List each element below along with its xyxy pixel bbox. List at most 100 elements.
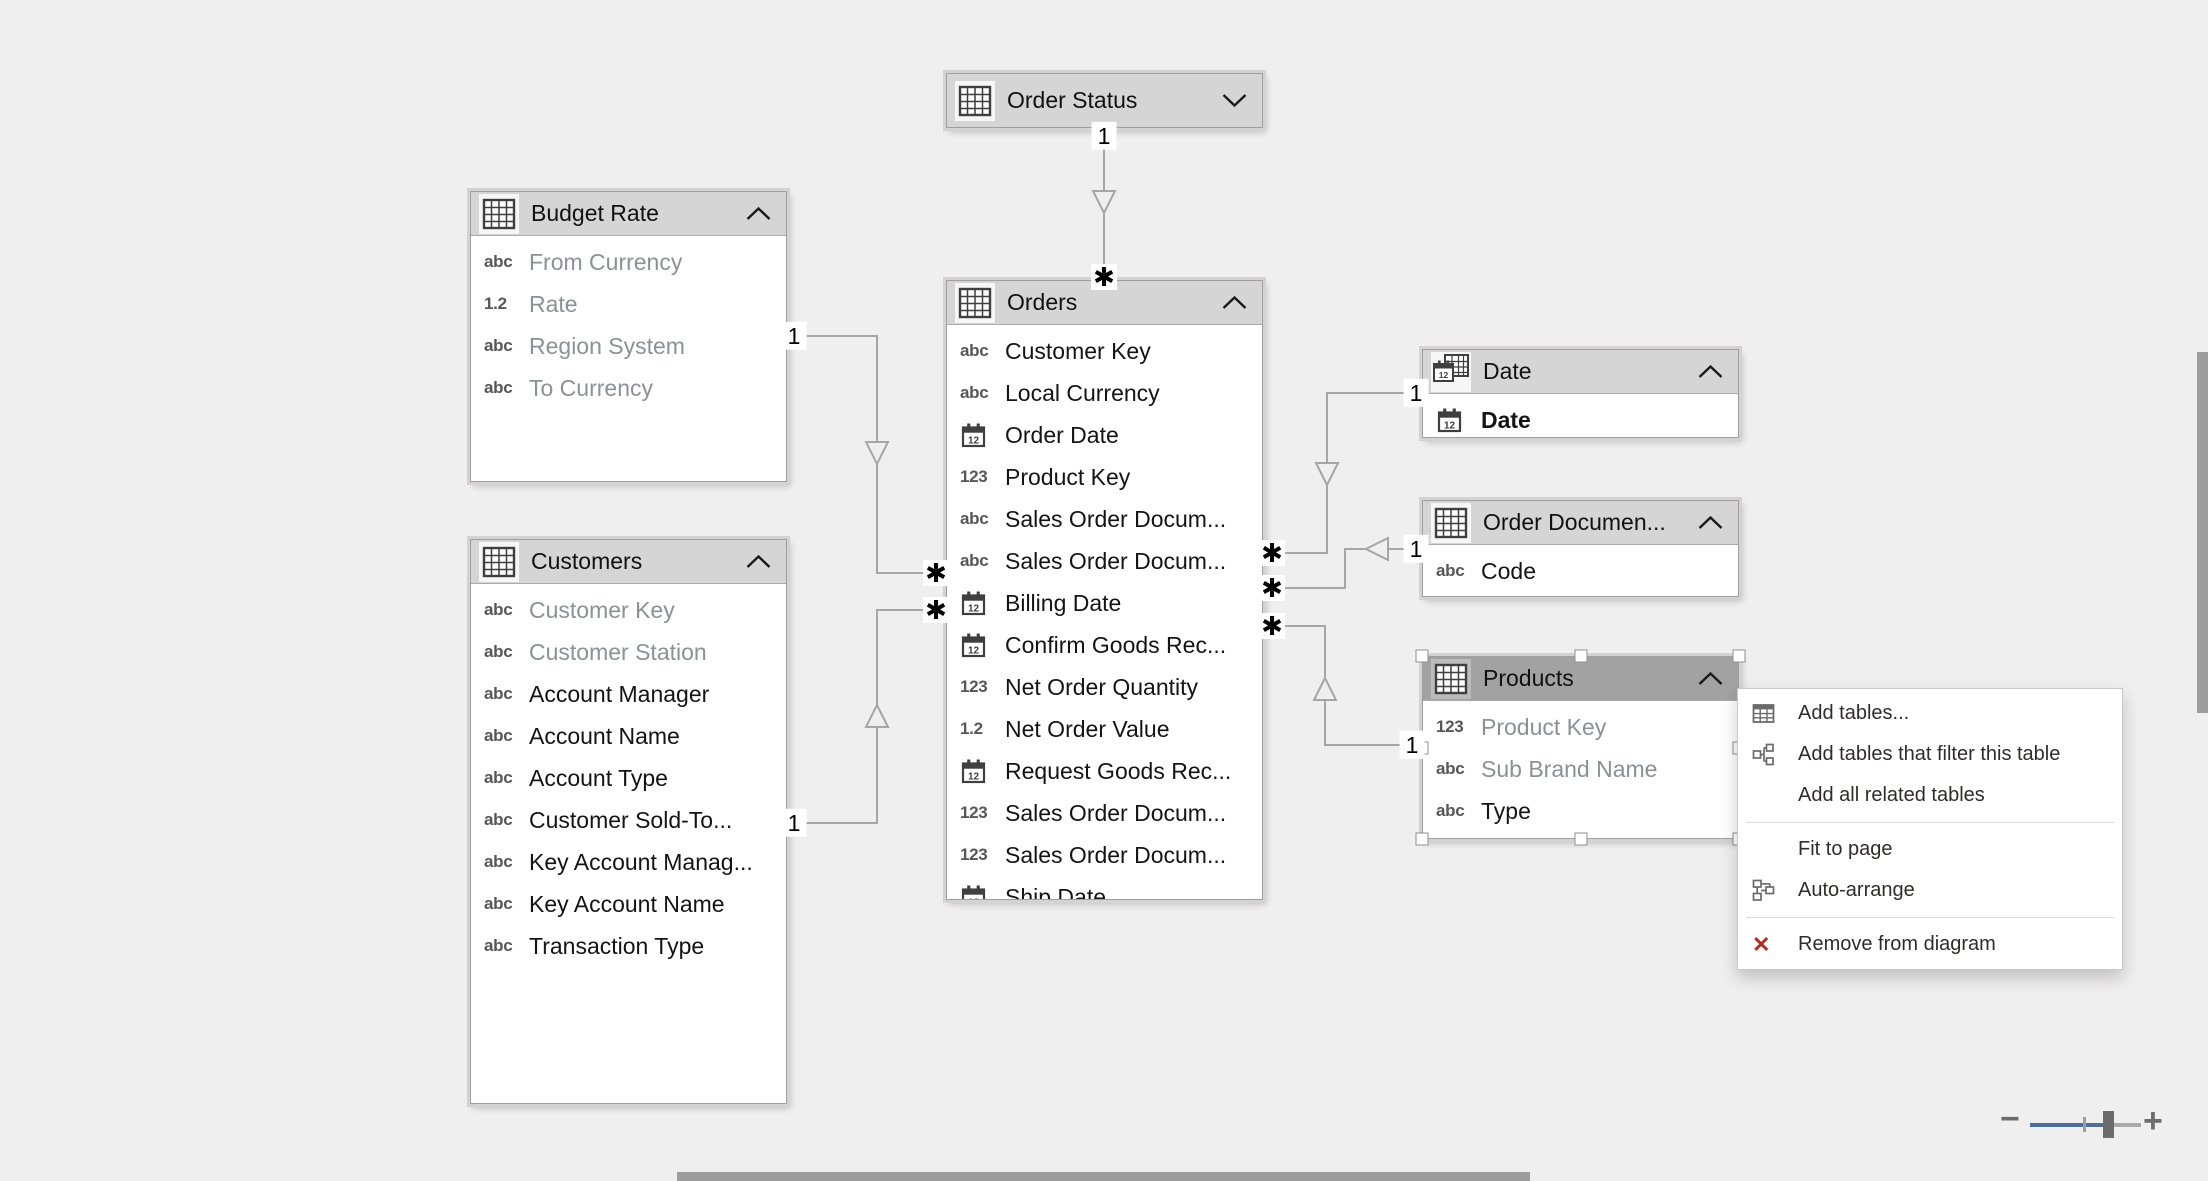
relationship-products-orders[interactable] — [1263, 625, 1422, 746]
text-type-icon: abc — [960, 551, 989, 570]
zoom-out-button[interactable]: − — [2000, 1100, 2020, 1138]
table-header[interactable]: Budget Rate — [471, 192, 786, 236]
vertical-scrollbar-thumb[interactable] — [2197, 352, 2208, 713]
collapse-chevron-icon[interactable] — [1697, 670, 1728, 687]
menu-divider — [1746, 917, 2114, 918]
zoom-slider-thumb[interactable] — [2103, 1111, 2114, 1138]
menu-item-auto-arrange[interactable]: Auto-arrange — [1738, 870, 2122, 911]
menu-item-fit-to-page[interactable]: Fit to page — [1738, 829, 2122, 870]
relationship-line[interactable] — [787, 335, 946, 574]
relationship-customers-orders[interactable] — [787, 609, 946, 824]
expand-chevron-icon[interactable] — [1221, 92, 1252, 109]
table-title: Orders — [1007, 289, 1078, 315]
collapse-chevron-icon[interactable] — [1221, 294, 1252, 311]
selection-handle[interactable] — [1415, 649, 1429, 663]
relationship-line[interactable] — [787, 609, 946, 824]
selection-handle[interactable] — [1574, 832, 1587, 846]
zoom-slider-track[interactable] — [2030, 1123, 2104, 1127]
table-icon — [479, 541, 519, 582]
relationship-line[interactable] — [1263, 548, 1422, 589]
relationship-date-orders[interactable] — [1263, 392, 1422, 554]
text-type-icon: abc — [960, 509, 989, 528]
menu-item-add-all-related-tables[interactable]: Add all related tables — [1738, 775, 2122, 816]
relationship-order-document-orders[interactable] — [1263, 536, 1422, 589]
table-header[interactable]: Order Status — [947, 74, 1262, 127]
collapse-chevron-icon[interactable] — [1697, 363, 1728, 380]
field-name: Type — [1481, 797, 1531, 824]
table-card-order-status[interactable]: Order Status — [946, 73, 1263, 128]
table-header[interactable]: Products — [1423, 657, 1738, 701]
menu-item-add-tables-that-filter-this-table[interactable]: Add tables that filter this table — [1738, 734, 2122, 775]
collapse-chevron-icon[interactable] — [1697, 514, 1728, 531]
field-row[interactable]: 12Ship Date — [947, 876, 1262, 899]
relationship-line[interactable] — [1263, 625, 1422, 746]
filter-direction-arrow — [1314, 462, 1340, 488]
table-title: Date — [1483, 358, 1532, 384]
selection-handle[interactable] — [1574, 649, 1587, 663]
cardinality-one-label: 1 — [1403, 378, 1429, 408]
table-title: Order Documen... — [1483, 509, 1666, 535]
field-name: Ship Date — [1005, 883, 1107, 900]
relationship-line[interactable] — [1263, 392, 1422, 554]
table-header[interactable]: Customers — [471, 540, 786, 584]
horizontal-scrollbar-thumb[interactable] — [677, 1172, 1530, 1181]
calendar-type-icon: 12 — [960, 590, 1005, 617]
collapse-chevron-icon[interactable] — [745, 553, 776, 570]
menu-item-remove-from-diagram[interactable]: ✕Remove from diagram — [1738, 924, 2122, 965]
selection-handle[interactable] — [1732, 649, 1746, 663]
collapse-chevron-icon[interactable] — [745, 205, 776, 222]
zoom-in-button[interactable]: + — [2143, 1102, 2163, 1140]
zoom-slider-track-right[interactable] — [2114, 1123, 2141, 1127]
text-type-icon: abc — [484, 378, 513, 397]
field-name: Transaction Type — [529, 932, 705, 959]
menu-item-add-tables[interactable]: Add tables... — [1738, 693, 2122, 734]
field-name: Key Account Manag... — [529, 848, 753, 875]
table-header[interactable]: Order Documen... — [1423, 501, 1738, 545]
relationship-order-status-orders[interactable] — [1091, 128, 1117, 280]
text-type-icon: abc — [484, 810, 513, 829]
relationship-budget-rate-orders[interactable] — [787, 335, 946, 574]
field-name: Code — [1481, 557, 1536, 584]
selection-handle[interactable] — [1415, 832, 1429, 846]
